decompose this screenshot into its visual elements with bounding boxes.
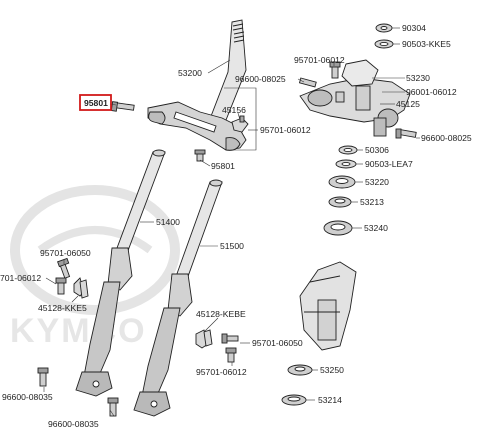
washer-90503-kke5[interactable] bbox=[374, 39, 394, 49]
leader-lines bbox=[43, 27, 420, 417]
race-53250[interactable] bbox=[287, 364, 313, 376]
label-95701-06012-bottom: 95701-06012 bbox=[196, 367, 247, 377]
bolt-95701-06050-right[interactable] bbox=[221, 333, 239, 344]
label-53240: 53240 bbox=[364, 223, 388, 233]
kymco-watermark: KYMCO bbox=[10, 185, 180, 350]
highlight-box bbox=[79, 94, 112, 111]
label-701-06012-left: 701-06012 bbox=[0, 273, 41, 283]
label-53250: 53250 bbox=[320, 365, 344, 375]
label-95801-lower: 95801 bbox=[211, 161, 235, 171]
fork-leg-51500[interactable] bbox=[133, 179, 223, 417]
bolt-96600-08035-b[interactable] bbox=[107, 397, 119, 417]
label-90503-lea7: 90503-LEA7 bbox=[365, 159, 413, 169]
top-bridge[interactable] bbox=[299, 59, 411, 137]
label-90304: 90304 bbox=[402, 23, 426, 33]
bracket-45156[interactable] bbox=[231, 115, 249, 133]
race-53213[interactable] bbox=[328, 196, 352, 208]
steering-stem[interactable] bbox=[147, 19, 247, 151]
label-53214: 53214 bbox=[318, 395, 342, 405]
bolt-95801-stem[interactable] bbox=[110, 101, 135, 112]
bolt-701-06012-left[interactable] bbox=[55, 277, 67, 295]
race-53240[interactable] bbox=[323, 220, 353, 236]
bolt-95701-06012-bottom[interactable] bbox=[225, 347, 237, 363]
bolt-96600-08025-right[interactable] bbox=[395, 128, 417, 139]
bolt-95801-lower[interactable] bbox=[194, 149, 206, 162]
label-95801-highlighted[interactable]: 95801 bbox=[84, 98, 108, 108]
label-96600-08025-top: 96600-08025 bbox=[235, 74, 286, 84]
fork-leg-51400[interactable] bbox=[75, 149, 166, 397]
label-45125: 45125 bbox=[396, 99, 420, 109]
label-96600-08035-b: 96600-08035 bbox=[48, 419, 99, 429]
label-96600-08035-a: 96600-08035 bbox=[2, 392, 53, 402]
label-50306: 50306 bbox=[365, 145, 389, 155]
label-45128-kebe: 45128-KEBE bbox=[196, 309, 246, 319]
label-95701-06050-left: 95701-06050 bbox=[40, 248, 91, 258]
part-labels: 90304 90503-KKE5 95701-06012 53230 53200… bbox=[0, 23, 472, 429]
label-95701-06012-mid: 95701-06012 bbox=[260, 125, 311, 135]
label-51400: 51400 bbox=[156, 217, 180, 227]
label-95701-06050-right: 95701-06050 bbox=[252, 338, 303, 348]
label-96600-08025-right: 96600-08025 bbox=[421, 133, 472, 143]
clamp-45128-kebe[interactable] bbox=[195, 329, 213, 349]
label-53200: 53200 bbox=[178, 68, 202, 78]
label-95701-06012-top: 95701-06012 bbox=[294, 55, 345, 65]
label-90503-kke5: 90503-KKE5 bbox=[402, 39, 451, 49]
bearing-50306[interactable] bbox=[338, 145, 358, 155]
label-53230: 53230 bbox=[406, 73, 430, 83]
clamp-45128-kke5[interactable] bbox=[73, 277, 89, 299]
frame-head-tube bbox=[299, 261, 357, 351]
label-51500: 51500 bbox=[220, 241, 244, 251]
bolt-95701-06012-top[interactable] bbox=[329, 61, 341, 79]
bolt-95701-06050-left[interactable] bbox=[57, 257, 71, 279]
race-53220[interactable] bbox=[328, 175, 356, 189]
label-53213: 53213 bbox=[360, 197, 384, 207]
bolt-96600-08025-top[interactable] bbox=[298, 77, 317, 88]
label-96001-06012: 96001-06012 bbox=[406, 87, 457, 97]
bolt-96600-08035-a[interactable] bbox=[37, 367, 49, 387]
label-45128-kke5: 45128-KKE5 bbox=[38, 303, 87, 313]
watermark-brand: KYMCO bbox=[10, 312, 147, 350]
seal-53214[interactable] bbox=[281, 394, 307, 406]
washer-90503-lea7[interactable] bbox=[335, 159, 357, 169]
nut-90304[interactable] bbox=[375, 23, 393, 33]
label-45156: 45156 bbox=[222, 105, 246, 115]
label-53220: 53220 bbox=[365, 177, 389, 187]
